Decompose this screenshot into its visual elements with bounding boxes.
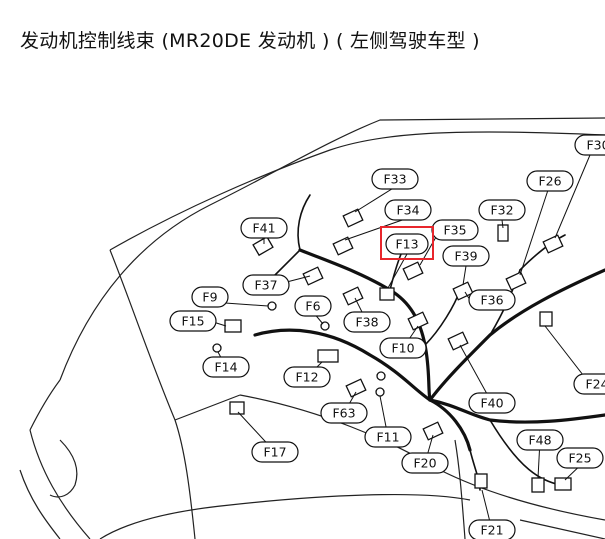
page-title: 发动机控制线束 (MR20DE 发动机 ) ( 左侧驾驶车型 ) (20, 30, 480, 52)
connector-label-f40[interactable]: F40 (468, 392, 516, 414)
connector-label-text: F33 (383, 172, 406, 187)
connector-label-f33[interactable]: F33 (371, 168, 419, 190)
connector-label-text: F36 (480, 293, 503, 308)
connector-label-text: F38 (355, 315, 378, 330)
connector-label-f25[interactable]: F25 (556, 447, 604, 469)
connector-label-text: F11 (376, 430, 399, 445)
connector-label-text: F13 (395, 237, 418, 252)
connector-label-f13[interactable]: F13 (380, 226, 434, 260)
connector-label-f39[interactable]: F39 (442, 245, 490, 267)
connector-label-f36[interactable]: F36 (468, 289, 516, 311)
connector-label-f15[interactable]: F15 (169, 310, 217, 332)
connector-label-text: F40 (480, 396, 503, 411)
connector-label-text: F14 (214, 360, 237, 375)
connector-label-text: F21 (480, 523, 503, 538)
connector-label-text: F63 (332, 406, 355, 421)
connector-label-text: F10 (391, 341, 414, 356)
vehicle-body-outline (19, 117, 605, 539)
connector-label-text: F30 (586, 138, 605, 153)
connector-label-text: F24 (585, 377, 605, 392)
connector-bodies (212, 208, 572, 493)
connector-label-text: F17 (263, 445, 286, 460)
connector-label-text: F9 (202, 290, 217, 305)
connector-label-f26[interactable]: F26 (526, 170, 574, 192)
connector-label-f32[interactable]: F32 (478, 199, 526, 221)
connector-label-f10[interactable]: F10 (379, 337, 427, 359)
connector-label-f20[interactable]: F20 (401, 452, 449, 474)
connector-label-f48[interactable]: F48 (516, 429, 564, 451)
connector-label-f30[interactable]: F30 (574, 134, 605, 156)
connector-label-text: F20 (413, 456, 436, 471)
connector-label-text: F35 (443, 223, 466, 238)
connector-label-text: F34 (396, 203, 419, 218)
connector-label-text: F37 (254, 278, 277, 293)
connector-label-f21[interactable]: F21 (468, 519, 516, 539)
connector-label-f38[interactable]: F38 (343, 311, 391, 333)
connector-label-text: F12 (295, 370, 318, 385)
connector-label-text: F48 (528, 433, 551, 448)
connector-label-text: F25 (568, 451, 591, 466)
connector-label-f12[interactable]: F12 (283, 366, 331, 388)
connector-label-f34[interactable]: F34 (384, 199, 432, 221)
connector-label-text: F26 (538, 174, 561, 189)
connector-label-f35[interactable]: F35 (431, 219, 479, 241)
connector-label-f37[interactable]: F37 (242, 274, 290, 296)
connector-label-text: F32 (490, 203, 513, 218)
connector-label-text: F41 (252, 221, 275, 236)
connector-label-f9[interactable]: F9 (191, 286, 229, 308)
connector-label-text: F39 (454, 249, 477, 264)
connector-label-f6[interactable]: F6 (294, 295, 332, 317)
connector-label-f63[interactable]: F63 (320, 402, 368, 424)
connector-label-text: F15 (181, 314, 204, 329)
connector-label-f17[interactable]: F17 (251, 441, 299, 463)
connector-label-text: F6 (305, 299, 320, 314)
connector-label-f41[interactable]: F41 (240, 217, 288, 239)
connector-label-f24[interactable]: F24 (573, 373, 605, 395)
connector-label-f11[interactable]: F11 (364, 426, 412, 448)
connector-label-f14[interactable]: F14 (202, 356, 250, 378)
